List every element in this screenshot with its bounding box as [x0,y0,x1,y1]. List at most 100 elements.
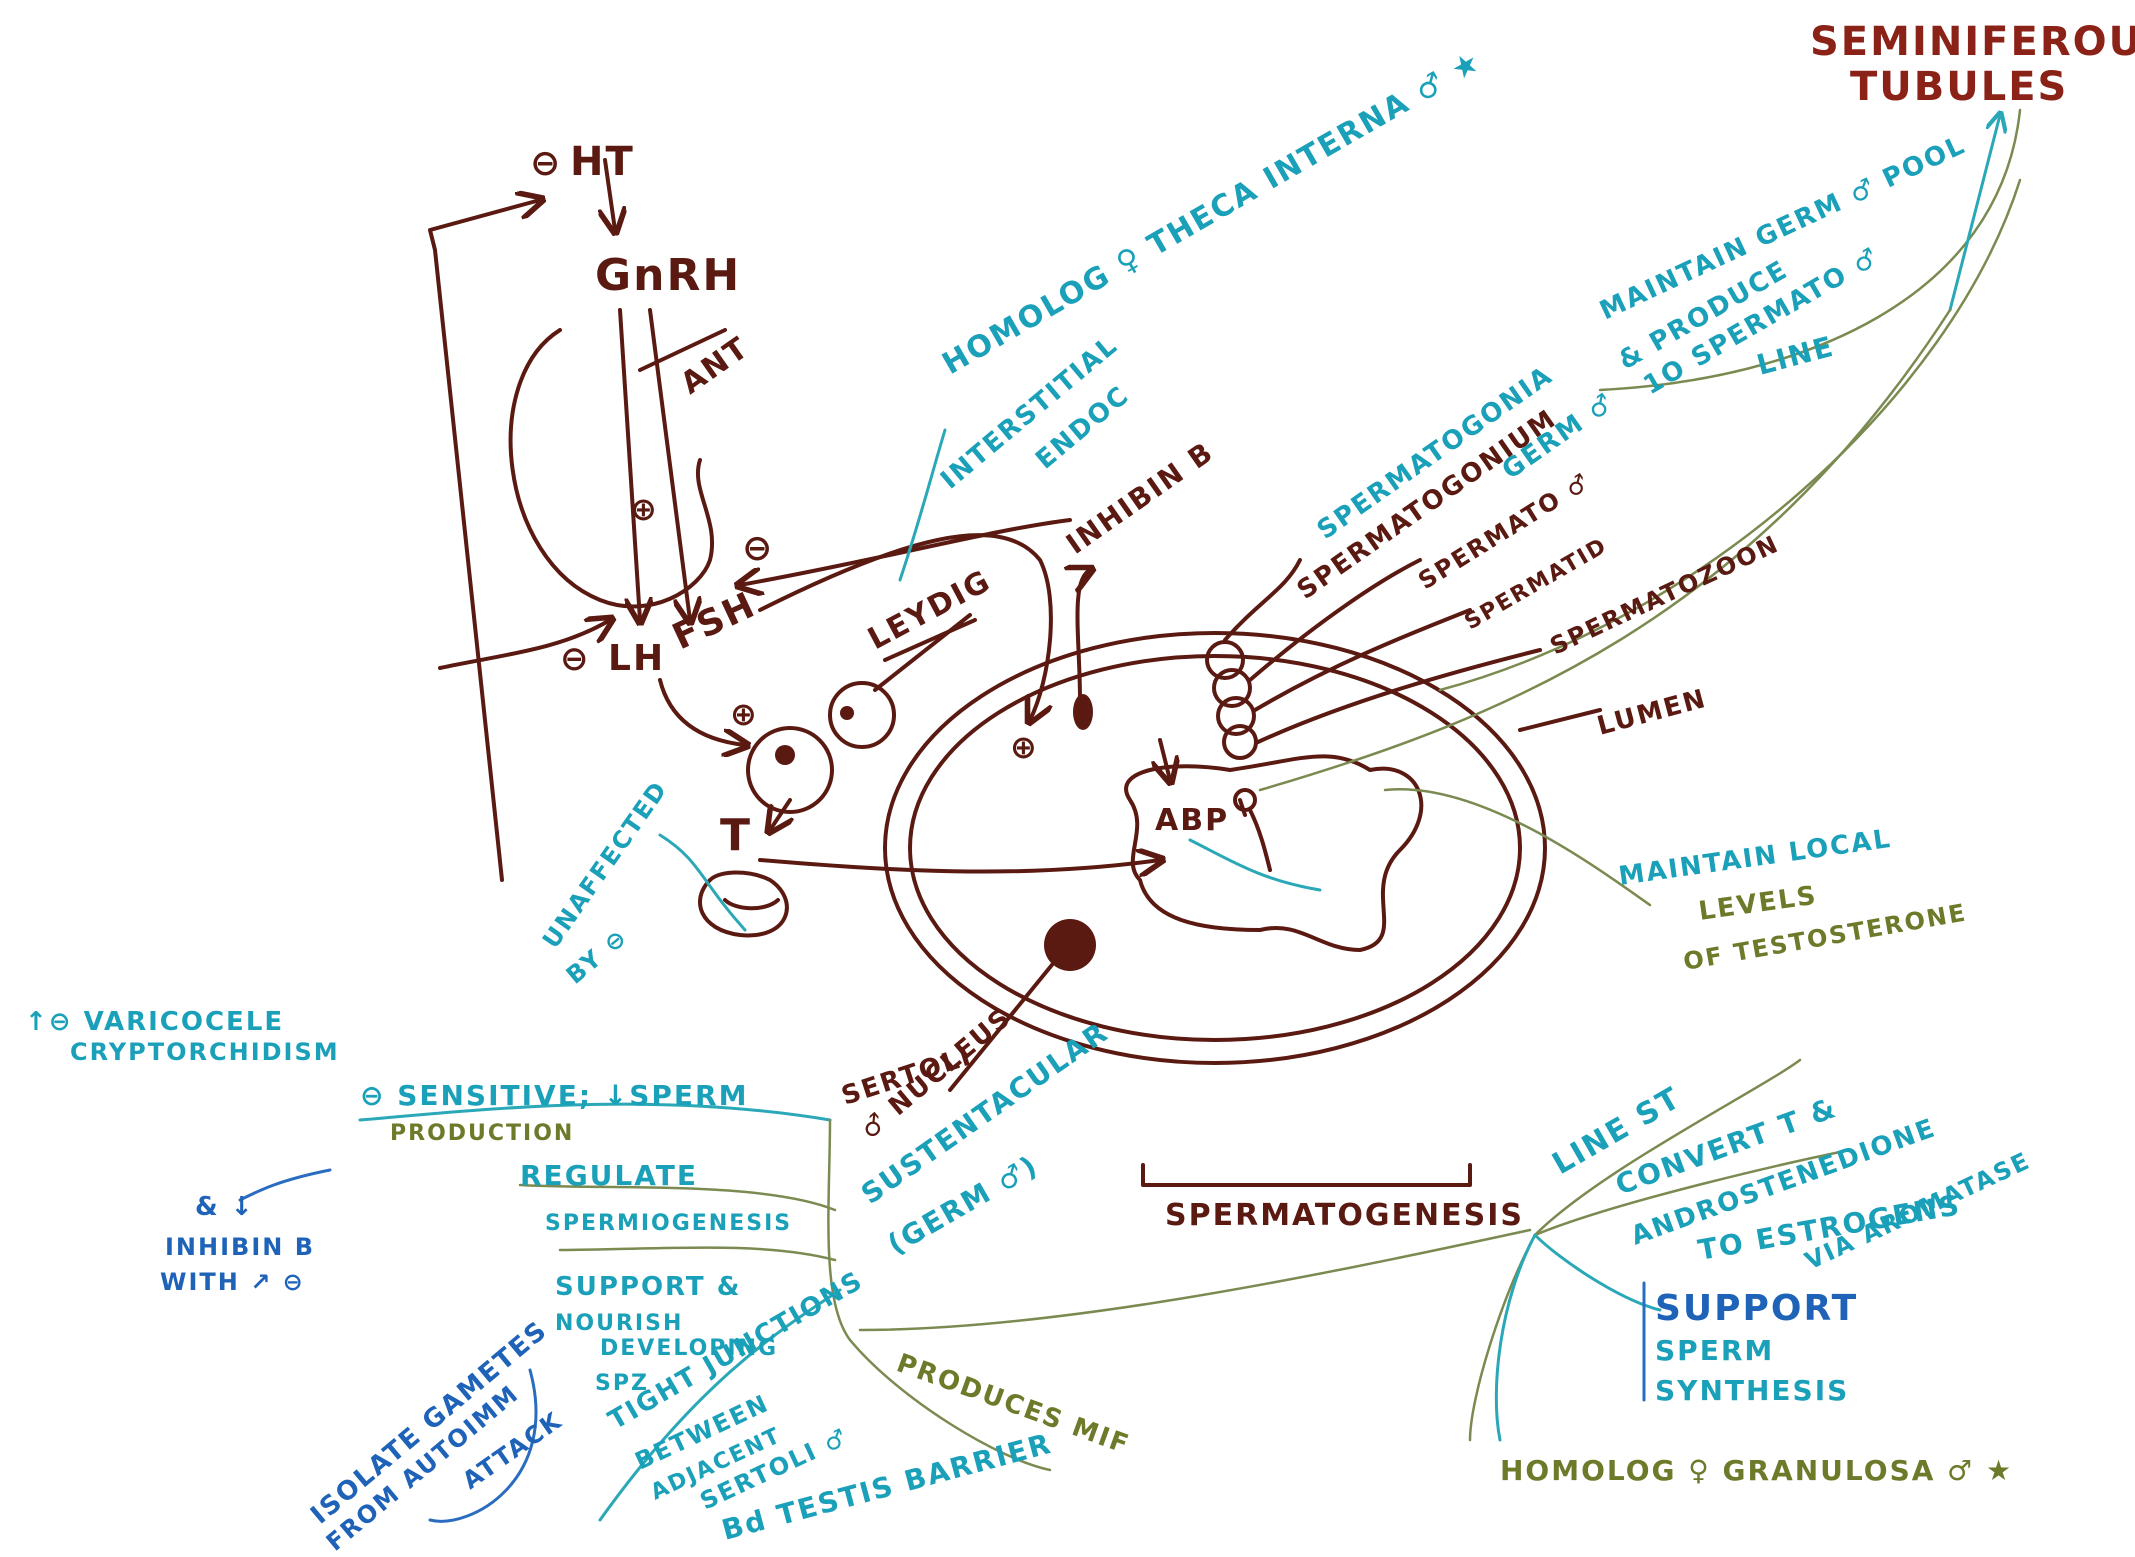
regulate-label: REGULATE [520,1159,698,1192]
abp-tail [1238,798,1247,817]
leydig-underline [883,618,977,662]
regulate-line [518,1183,837,1212]
gnrh-to-lh-arrow [618,308,640,620]
abp-to-line-connector [1258,308,1952,792]
pituitary-plus-sign: ⊕ [630,490,659,528]
abp-label: ABP [1155,803,1229,838]
sertoli-to-inhibin-arrow [1078,570,1091,702]
lumen-label: LUMEN [1594,684,1710,742]
tubules-connector [1598,108,2022,392]
support-sperm-label: SUPPORT [1655,1288,1858,1329]
spermatozoon-head [1222,724,1258,760]
sensitive-label: ⊖ SENSITIVE; ↓SPERM [360,1079,748,1112]
isolate-pointer [428,1368,538,1523]
sertoli-to-granulosa-line [858,1228,1532,1332]
inhibin-b-label: INHIBIN B [1060,435,1220,561]
ht-minus-sign: ⊖ [530,143,562,184]
ant-pointer [638,328,727,372]
barrier-line [598,1288,842,1522]
leydig-plus-sign: ⊕ [730,695,759,733]
lumen-connector [1438,178,2022,692]
maintain-local-label: MAINTAIN LOCAL [1617,824,1894,892]
lumen [1124,754,1424,952]
synthesis-label: SYNTHESIS [1655,1374,1849,1407]
t-label: T [720,810,752,861]
ht-to-gnrh-arrow [605,158,615,230]
spermatocyte-cell [1212,668,1252,708]
blood-vessel-inner [723,898,780,911]
inhibin-line-1: & ↓ [195,1192,255,1222]
t-inhibit-arrow [438,620,610,670]
nourish-label: NOURISH [555,1311,683,1336]
seminiferous-tubule [883,558,1602,1092]
production-label: PRODUCTION [390,1121,574,1146]
sertoli-branch-trunk [827,1118,852,1342]
tubules-arrow [1948,115,2000,312]
inhibin-pointer [238,1168,332,1202]
labels: HT ⊖ GnRH ANT ⊕ LH ⊖ FSH ⊖ ⊕ ⊕ T LEYDIG … [25,19,2135,1557]
granulosa-teal-line [1494,1233,1537,1442]
line-label: LINE [1753,329,1838,381]
support-line [558,1246,837,1262]
granulosa-line-st-line [1533,1058,1802,1237]
homolog-granulosa-label: HOMOLOG ♀ GRANULOSA ♂ ★ [1500,1454,2013,1487]
inhibin-line-3: WITH ↗ ⊖ [160,1268,305,1296]
spermatocyte-line [1248,558,1422,682]
barrier-olive-line [848,1338,1052,1472]
sertoli-label-line [948,953,1062,1092]
spermatogonium-cell [1205,640,1245,680]
leydig-nucleus-2 [840,706,854,720]
spermatogenesis-title: SPERMATOGENESIS [1165,1198,1524,1233]
leydig-to-t-arrow [770,798,790,830]
seminiferous-title: SEMINIFEROUS [1810,19,2135,65]
sensitive-line [358,1102,832,1122]
annotation-lines [238,108,2022,1523]
tubule-inner-wall [908,654,1522,1042]
spz-label: SPZ [595,1371,649,1396]
lumen-line [1518,708,1602,732]
lh-minus-sign: ⊖ [560,639,591,679]
lh-label: LH [608,638,665,679]
spermatid-cell [1216,696,1256,736]
lh-to-leydig-arrow [658,678,745,745]
interstitial-pointer [898,428,947,582]
t-to-abp-arrow [758,860,1160,872]
tubules-title: TUBULES [1850,64,2068,110]
pituitary-outline [508,328,714,609]
support-label: SUPPORT & [555,1272,741,1302]
tubule-outer-wall [883,631,1547,1065]
gnrh-label: GnRH [595,250,741,301]
inhibin-to-fsh-arrow [740,518,1072,585]
sertoli-to-abp-arrow [1160,738,1170,780]
leydig-nucleus-1 [775,745,795,765]
blood-vessel [698,870,789,938]
spermatid-line [1253,608,1472,712]
spermatogenesis-bracket [1141,1163,1472,1187]
ant-label: ANT [675,330,756,402]
inhibin-line-2: INHIBIN B [165,1233,315,1261]
granulosa-convert-line [1533,1148,1852,1237]
abp-teal-line [1188,838,1322,892]
leydig-cell-2 [828,681,896,749]
spermatogonium-line [1223,558,1302,642]
unaffected-label: UNAFFECTED [537,775,673,953]
ht-label: HT [570,139,635,185]
sperm-label: SPERM [1655,1334,1774,1367]
leydig-label: LEYDIG [862,563,997,657]
cryptorchidism-label: CRYPTORCHIDISM [70,1038,340,1066]
hpg-axis [428,158,1160,938]
homolog-theca-label: HOMOLOG ♀ THECA INTERNA ♂ ★ [937,44,1488,382]
feedback-loop-arrow [428,200,540,882]
maintain-connector [1383,787,1652,907]
sperm-tail [1248,808,1272,872]
varicocele-label: ↑⊖ VARICOCELE [25,1007,284,1037]
spermatozoon-line [1256,648,1542,744]
developing-label: DEVELOPING [600,1336,778,1361]
sertoli-nucleus-top [1073,694,1093,730]
levels-label: LEVELS [1697,881,1820,927]
spermiogenesis-label: SPERMIOGENESIS [545,1211,792,1236]
unaffected-pointer [658,833,747,932]
sertoli-plus-sign: ⊕ [1010,728,1039,766]
fsh-minus-sign: ⊖ [742,528,774,569]
